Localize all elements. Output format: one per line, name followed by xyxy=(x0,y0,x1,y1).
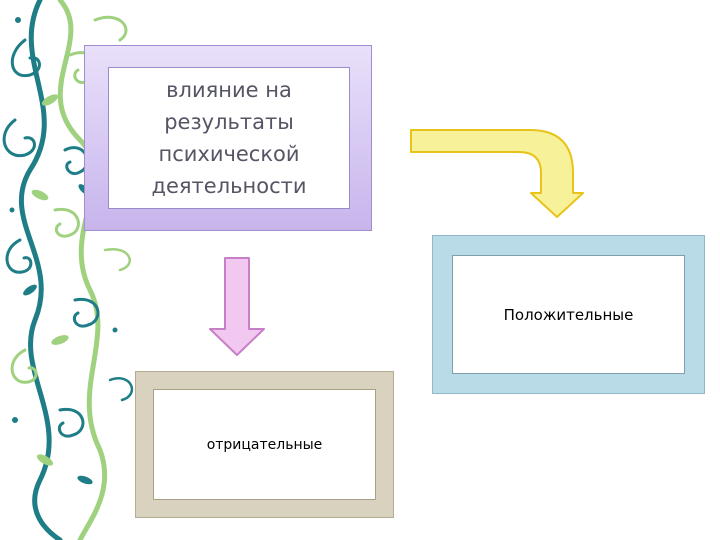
down-arrow-icon xyxy=(209,257,265,356)
main-concept-label: влияние на результаты психической деятел… xyxy=(151,78,307,198)
main-concept-box: влияние на результаты психической деятел… xyxy=(108,67,350,209)
negative-label: отрицательные xyxy=(206,436,323,453)
negative-box: отрицательные xyxy=(153,389,376,500)
positive-label: Положительные xyxy=(503,305,634,324)
positive-box: Положительные xyxy=(452,255,685,374)
bent-arrow-icon xyxy=(410,129,584,218)
